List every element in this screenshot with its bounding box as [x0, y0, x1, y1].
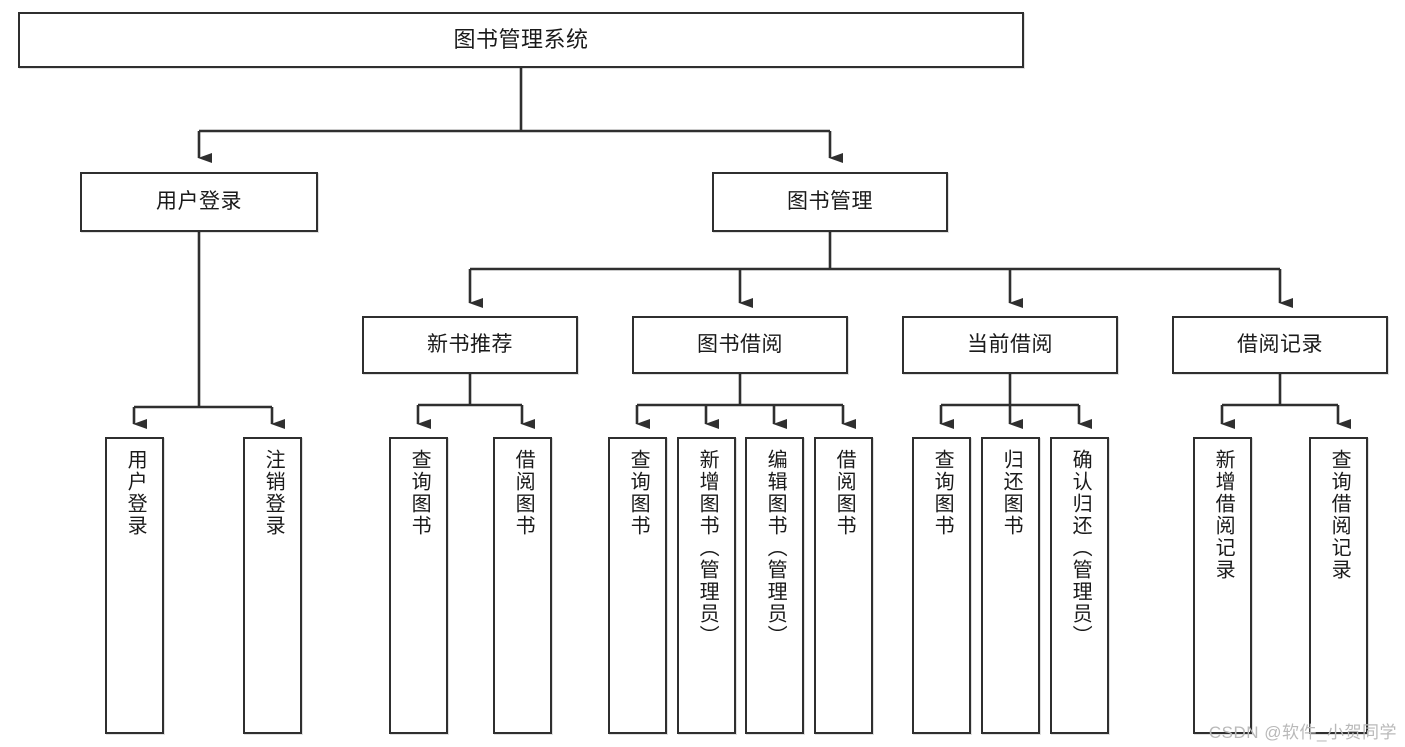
- csdn-watermark: CSDN @软件_小贺同学: [1208, 723, 1397, 742]
- leaf-confirm-return-admin[interactable]: 确认归还（管理员）: [1050, 437, 1109, 734]
- node-label: 借阅图书: [512, 449, 535, 537]
- node-root-system[interactable]: 图书管理系统: [18, 12, 1024, 68]
- node-book-management[interactable]: 图书管理: [712, 172, 948, 232]
- node-label: 当前借阅: [967, 333, 1053, 357]
- leaf-return-book[interactable]: 归还图书: [981, 437, 1040, 734]
- leaf-user-login[interactable]: 用户登录: [105, 437, 164, 734]
- leaf-borrow-book-recommend[interactable]: 借阅图书: [493, 437, 552, 734]
- leaf-logout[interactable]: 注销登录: [243, 437, 302, 734]
- node-label: 借阅图书: [833, 449, 856, 537]
- leaf-add-book-admin[interactable]: 新增图书（管理员）: [677, 437, 736, 734]
- node-label: 确认归还（管理员）: [1069, 449, 1092, 647]
- node-label: 借阅记录: [1237, 333, 1323, 357]
- node-book-borrow[interactable]: 图书借阅: [632, 316, 848, 374]
- node-borrow-record[interactable]: 借阅记录: [1172, 316, 1388, 374]
- node-label: 查询图书: [408, 449, 431, 537]
- node-label: 用户登录: [156, 190, 242, 214]
- node-label: 图书管理: [787, 190, 873, 214]
- leaf-query-book-recommend[interactable]: 查询图书: [389, 437, 448, 734]
- node-new-book-recommend[interactable]: 新书推荐: [362, 316, 578, 374]
- node-label: 图书借阅: [697, 333, 783, 357]
- leaf-edit-book-admin[interactable]: 编辑图书（管理员）: [745, 437, 804, 734]
- node-label: 新增借阅记录: [1212, 449, 1235, 581]
- node-label: 查询图书: [627, 449, 650, 537]
- node-label: 注销登录: [262, 449, 285, 537]
- leaf-query-borrow-record[interactable]: 查询借阅记录: [1309, 437, 1368, 734]
- node-current-borrow[interactable]: 当前借阅: [902, 316, 1118, 374]
- node-user-login[interactable]: 用户登录: [80, 172, 318, 232]
- leaf-borrow-book[interactable]: 借阅图书: [814, 437, 873, 734]
- node-label: 查询图书: [931, 449, 954, 537]
- node-label: 新书推荐: [427, 333, 513, 357]
- node-label: 编辑图书（管理员）: [764, 449, 787, 647]
- node-label: 图书管理系统: [453, 26, 589, 52]
- node-label: 归还图书: [1000, 449, 1023, 537]
- leaf-query-book-current[interactable]: 查询图书: [912, 437, 971, 734]
- node-label: 查询借阅记录: [1328, 449, 1351, 581]
- leaf-add-borrow-record[interactable]: 新增借阅记录: [1193, 437, 1252, 734]
- leaf-query-book-borrow[interactable]: 查询图书: [608, 437, 667, 734]
- node-label: 用户登录: [124, 449, 147, 537]
- node-label: 新增图书（管理员）: [696, 449, 719, 647]
